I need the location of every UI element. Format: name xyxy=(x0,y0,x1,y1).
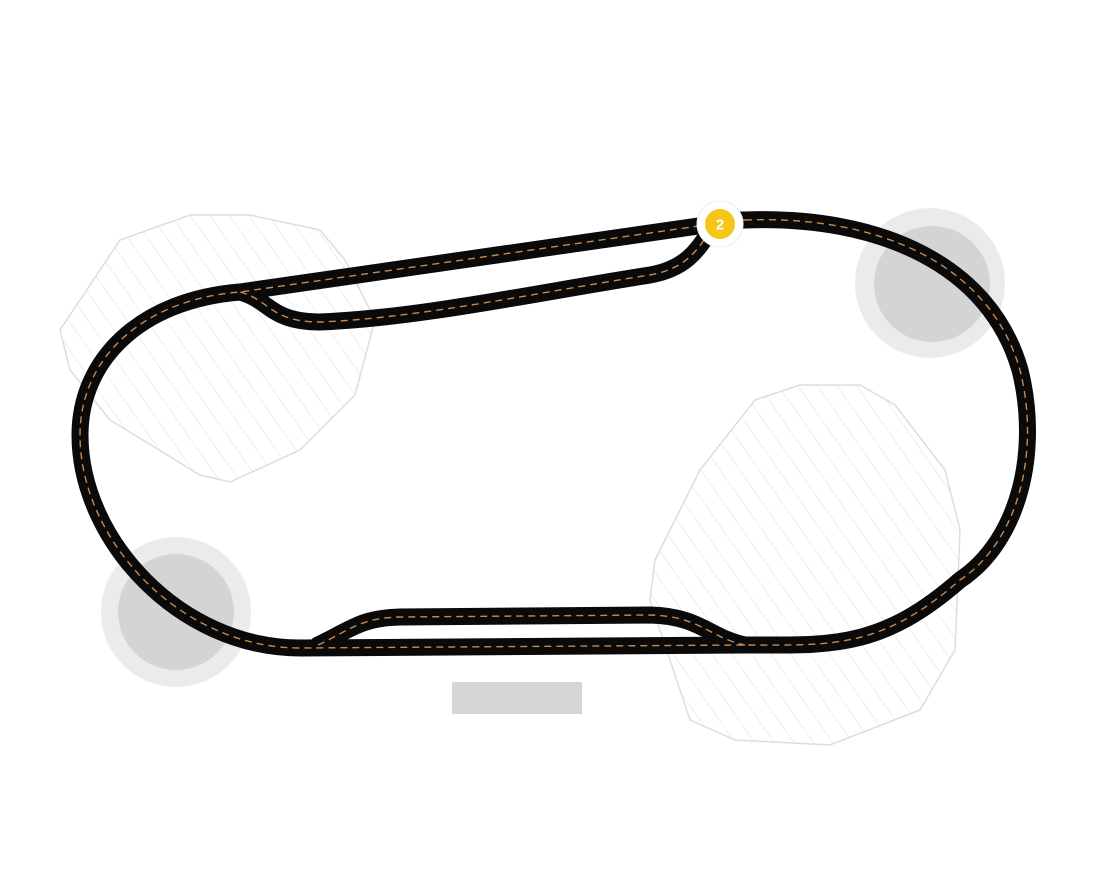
circle-feature-top-right-inner xyxy=(874,226,990,342)
track xyxy=(71,211,1036,657)
track-centerline-chicane-bottom xyxy=(317,614,746,646)
corner-marker-label: 2 xyxy=(716,217,724,234)
hatched-zone-right xyxy=(649,384,961,746)
pit-building xyxy=(452,682,582,714)
track-centerline-oval xyxy=(79,218,1029,649)
corner-marker-badge xyxy=(705,209,735,239)
corner-marker[interactable]: 2 xyxy=(696,200,744,248)
track-centerline-chicane-top xyxy=(239,227,713,323)
